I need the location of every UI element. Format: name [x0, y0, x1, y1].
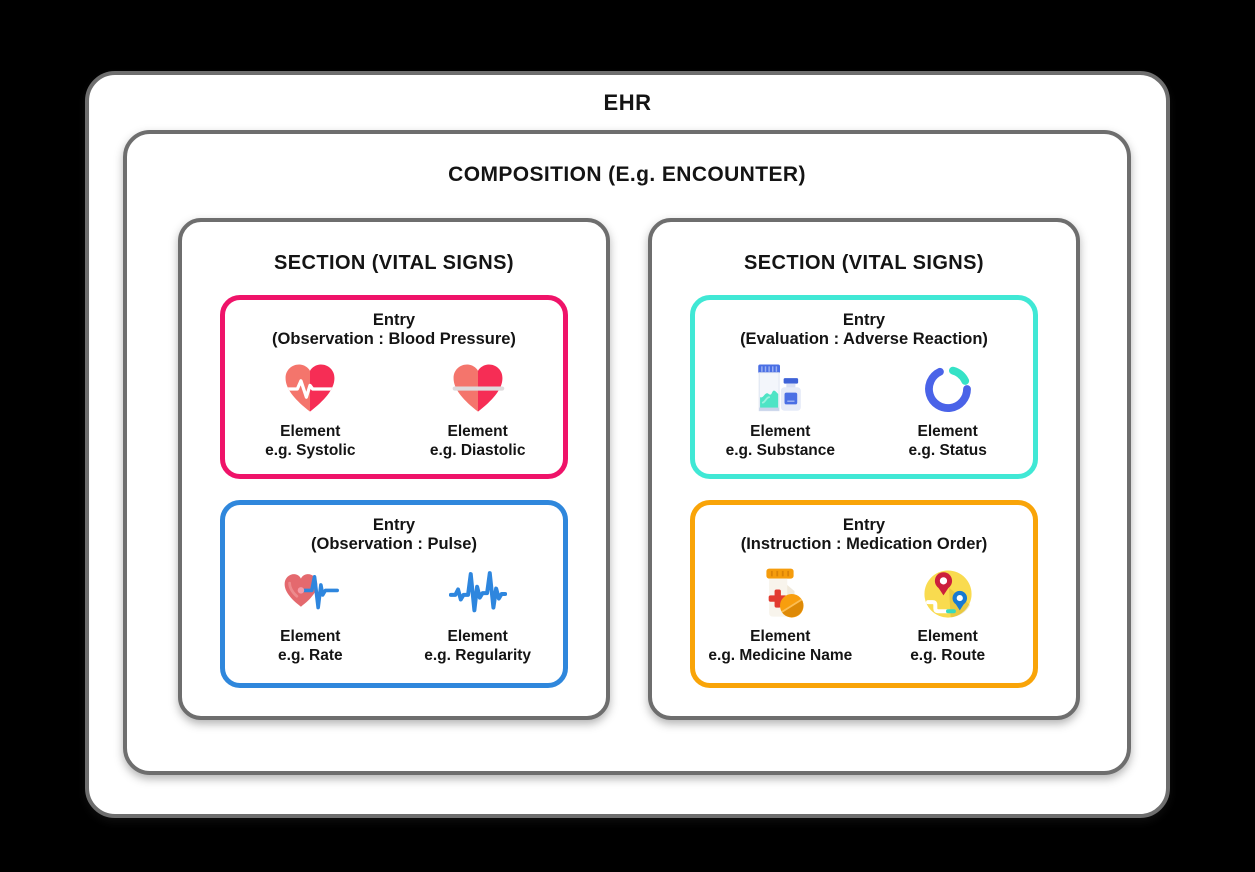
heart-rate-icon [281, 565, 340, 623]
element-label: Element [447, 422, 508, 440]
element-example: e.g. Medicine Name [708, 646, 853, 664]
ehr-box: EHR COMPOSITION (E.g. ENCOUNTER) SECTION… [85, 71, 1170, 818]
entry-blood-pressure: Entry (Observation : Blood Pressure) [220, 295, 568, 479]
element-example: e.g. Diastolic [429, 441, 526, 459]
elements-row: Element e.g. Rate Element e.g. Regularit… [225, 565, 563, 666]
element-example: e.g. Substance [725, 441, 836, 459]
element-systolic: Element e.g. Systolic [228, 360, 392, 461]
element-label: Element [917, 422, 978, 440]
element-example: e.g. Rate [278, 646, 343, 664]
composition-box: COMPOSITION (E.g. ENCOUNTER) SECTION (VI… [123, 130, 1131, 775]
element-label: Element [917, 627, 978, 645]
entry-name: Entry [842, 311, 886, 329]
ehr-title: EHR [603, 90, 652, 115]
element-label: Element [750, 627, 811, 645]
section-title: SECTION (VITAL SIGNS) [744, 252, 984, 274]
section-box-left: SECTION (VITAL SIGNS) Entry (Observation… [178, 218, 610, 720]
element-example: e.g. Systolic [265, 441, 356, 459]
medicine-sachet-bottle-icon [751, 360, 809, 418]
element-label: Element [280, 422, 341, 440]
element-example: e.g. Status [908, 441, 987, 459]
map-route-icon [919, 565, 977, 623]
entry-name: Entry [372, 516, 416, 534]
entry-medication-order: Entry (Instruction : Medication Order) [690, 500, 1038, 688]
ekg-waveform-icon [448, 565, 507, 623]
element-substance: Element e.g. Substance [698, 360, 862, 461]
element-label: Element [750, 422, 811, 440]
medicine-bottle-pill-icon [751, 565, 809, 623]
entry-adverse-reaction: Entry (Evaluation : Adverse Reaction) [690, 295, 1038, 479]
element-route: Element e.g. Route [866, 565, 1030, 666]
section-box-right: SECTION (VITAL SIGNS) Entry (Evaluation … [648, 218, 1080, 720]
entry-pulse: Entry (Observation : Pulse) [220, 500, 568, 688]
section-title: SECTION (VITAL SIGNS) [274, 252, 514, 274]
entry-type: (Observation : Blood Pressure) [272, 330, 516, 349]
entry-name: Entry [372, 311, 416, 329]
heart-ekg-icon [281, 360, 339, 418]
sections-row: SECTION (VITAL SIGNS) Entry (Observation… [178, 218, 1080, 720]
element-medicine-name: Element e.g. Medicine Name [698, 565, 862, 666]
element-example: e.g. Route [910, 646, 986, 664]
element-example: e.g. Regularity [424, 646, 532, 664]
status-spinner-icon [919, 360, 977, 418]
element-rate: Element e.g. Rate [228, 565, 392, 666]
entry-type: (Instruction : Medication Order) [740, 535, 988, 554]
elements-row: Element e.g. Substance Element [695, 360, 1033, 461]
element-status: Element e.g. Status [866, 360, 1030, 461]
composition-title: COMPOSITION (E.g. ENCOUNTER) [448, 163, 806, 186]
element-diastolic: Element e.g. Diastolic [396, 360, 560, 461]
entry-type: (Evaluation : Adverse Reaction) [740, 330, 988, 349]
element-label: Element [447, 627, 508, 645]
elements-row: Element e.g. Systolic [225, 360, 563, 461]
heart-flatline-icon [449, 360, 507, 418]
elements-row: Element e.g. Medicine Name [695, 565, 1033, 666]
element-label: Element [280, 627, 341, 645]
element-regularity: Element e.g. Regularity [396, 565, 560, 666]
entry-type: (Observation : Pulse) [311, 535, 477, 554]
entry-name: Entry [842, 516, 886, 534]
